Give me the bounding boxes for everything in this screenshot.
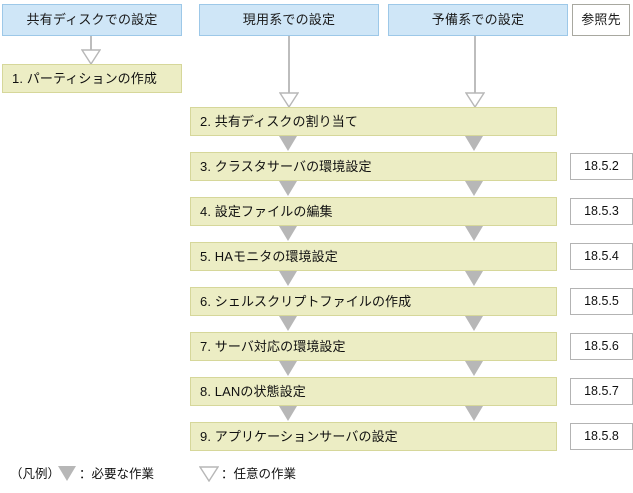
solid-down-triangle-icon xyxy=(58,466,76,481)
column-header-reference: 参照先 xyxy=(572,4,630,36)
step-label: 2. 共有ディスクの割り当て xyxy=(200,114,358,129)
solid-down-triangle-icon xyxy=(279,361,297,376)
solid-down-triangle-icon xyxy=(279,316,297,331)
reference-label: 18.5.4 xyxy=(584,249,619,263)
reference-box-5: 18.5.4 xyxy=(570,243,633,270)
solid-down-triangle-icon xyxy=(465,406,483,421)
legend-optional-label: ：任意の作業 xyxy=(221,467,297,481)
solid-down-triangle-icon xyxy=(465,181,483,196)
solid-down-triangle-icon xyxy=(465,136,483,151)
column-header-standby-system: 予備系での設定 xyxy=(388,4,568,36)
reference-box-9: 18.5.8 xyxy=(570,423,633,450)
solid-down-triangle-icon xyxy=(279,271,297,286)
solid-down-triangle-icon xyxy=(279,136,297,151)
column-header-label: 現用系での設定 xyxy=(242,12,336,27)
solid-down-triangle-icon xyxy=(279,406,297,421)
connector-stem-shared-disk xyxy=(90,36,92,50)
column-header-label: 共有ディスクでの設定 xyxy=(26,12,158,27)
step-box-3: 3. クラスタサーバの環境設定 xyxy=(190,152,557,181)
column-header-shared-disk: 共有ディスクでの設定 xyxy=(2,4,182,36)
step-label: 6. シェルスクリプトファイルの作成 xyxy=(200,294,412,309)
step-box-7: 7. サーバ対応の環境設定 xyxy=(190,332,557,361)
connector-stem-standby-system xyxy=(474,36,476,94)
hollow-down-triangle-icon xyxy=(199,466,219,482)
legend-title: （凡例） xyxy=(10,467,61,481)
step-label: 3. クラスタサーバの環境設定 xyxy=(200,159,372,174)
step-box-6: 6. シェルスクリプトファイルの作成 xyxy=(190,287,557,316)
reference-label: 18.5.2 xyxy=(584,159,619,173)
solid-down-triangle-icon xyxy=(465,316,483,331)
hollow-down-triangle-icon xyxy=(81,49,101,65)
solid-down-triangle-icon xyxy=(465,226,483,241)
reference-box-6: 18.5.5 xyxy=(570,288,633,315)
step-label: 4. 設定ファイルの編集 xyxy=(200,204,333,219)
step-box-8: 8. LANの状態設定 xyxy=(190,377,557,406)
step-box-1: 1. パーティションの作成 xyxy=(2,64,182,93)
hollow-down-triangle-icon xyxy=(465,92,485,108)
reference-box-4: 18.5.3 xyxy=(570,198,633,225)
connector-stem-active-system xyxy=(288,36,290,94)
reference-box-7: 18.5.6 xyxy=(570,333,633,360)
solid-down-triangle-icon xyxy=(465,271,483,286)
solid-down-triangle-icon xyxy=(279,226,297,241)
reference-box-8: 18.5.7 xyxy=(570,378,633,405)
reference-label: 18.5.3 xyxy=(584,204,619,218)
step-box-5: 5. HAモニタの環境設定 xyxy=(190,242,557,271)
solid-down-triangle-icon xyxy=(465,361,483,376)
reference-label: 18.5.7 xyxy=(584,384,619,398)
solid-down-triangle-icon xyxy=(279,181,297,196)
legend-required-label: ：必要な作業 xyxy=(79,467,155,481)
reference-label: 18.5.8 xyxy=(584,429,619,443)
hollow-down-triangle-icon xyxy=(279,92,299,108)
step-box-9: 9. アプリケーションサーバの設定 xyxy=(190,422,557,451)
step-box-4: 4. 設定ファイルの編集 xyxy=(190,197,557,226)
step-box-2: 2. 共有ディスクの割り当て xyxy=(190,107,557,136)
step-label: 5. HAモニタの環境設定 xyxy=(200,249,338,264)
reference-box-3: 18.5.2 xyxy=(570,153,633,180)
step-label: 7. サーバ対応の環境設定 xyxy=(200,339,346,354)
reference-label: 18.5.5 xyxy=(584,294,619,308)
column-header-label: 予備系での設定 xyxy=(431,12,525,27)
column-header-label: 参照先 xyxy=(581,12,621,27)
step-label: 8. LANの状態設定 xyxy=(200,384,306,399)
step-label: 1. パーティションの作成 xyxy=(12,71,157,86)
column-header-active-system: 現用系での設定 xyxy=(199,4,379,36)
step-label: 9. アプリケーションサーバの設定 xyxy=(200,429,398,444)
reference-label: 18.5.6 xyxy=(584,339,619,353)
